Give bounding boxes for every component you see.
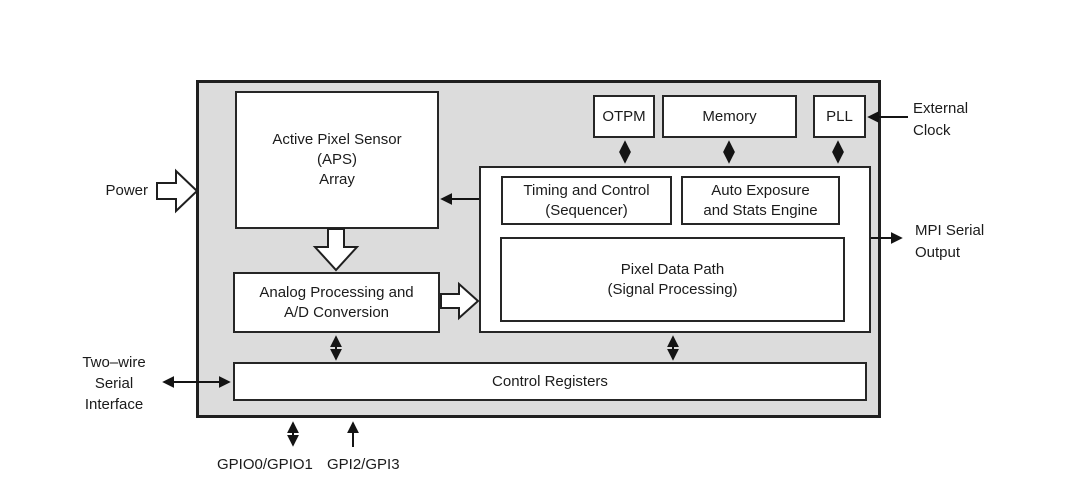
analog-processing-label: Analog Processing and A/D Conversion xyxy=(259,283,414,321)
timing-control-label: Timing and Control (Sequencer) xyxy=(523,181,650,219)
external-clock-label: External Clock xyxy=(913,100,969,139)
timing-control-block: Timing and Control (Sequencer) xyxy=(501,176,672,225)
otpm-label: OTPM xyxy=(602,107,646,125)
two-wire-serial-interface-label: Two–wire Serial Interface xyxy=(82,354,146,413)
power-arrow xyxy=(156,168,199,214)
pixel-data-path-label: Pixel Data Path (Signal Processing) xyxy=(607,260,738,298)
mpi-serial-output-label: MPI Serial Output xyxy=(915,222,985,261)
gpio0-gpio1-label: GPIO0/GPIO1 xyxy=(217,456,313,473)
control-registers-block: Control Registers xyxy=(233,362,867,401)
pll-label: PLL xyxy=(826,107,853,125)
auto-exposure-block: Auto Exposure and Stats Engine xyxy=(681,176,840,225)
control-registers-label: Control Registers xyxy=(492,372,608,390)
memory-label: Memory xyxy=(702,107,757,125)
memory-block: Memory xyxy=(662,95,797,138)
aps-block: Active Pixel Sensor (APS) Array xyxy=(235,91,439,229)
power-label: Power xyxy=(105,182,148,199)
pixel-data-path-block: Pixel Data Path (Signal Processing) xyxy=(500,237,845,322)
aps-label: Active Pixel Sensor (APS) Array xyxy=(272,131,402,188)
gpi2-gpi3-label: GPI2/GPI3 xyxy=(327,456,400,473)
pll-block: PLL xyxy=(813,95,866,138)
auto-exposure-label: Auto Exposure and Stats Engine xyxy=(703,181,818,219)
analog-processing-block: Analog Processing and A/D Conversion xyxy=(233,272,440,333)
otpm-block: OTPM xyxy=(593,95,655,138)
